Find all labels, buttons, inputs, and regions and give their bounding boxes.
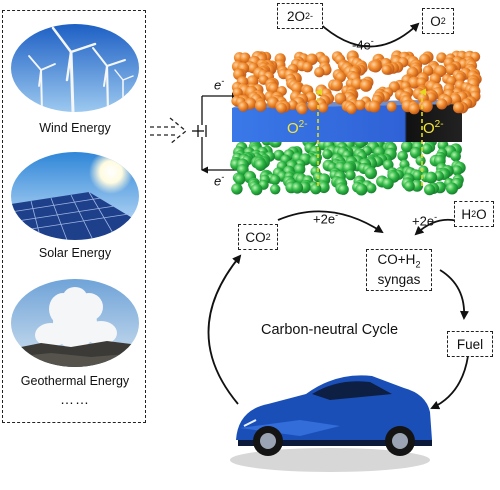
cathode-particle [446, 182, 458, 195]
wind-turbine-icon [11, 24, 139, 112]
fuel-box: Fuel [447, 331, 493, 357]
electron-label-bottom: e- [214, 172, 225, 189]
cathode-particle [415, 155, 426, 166]
anode-particle [238, 101, 249, 112]
geyser-icon [11, 279, 139, 367]
more-sources-ellipsis: …… [60, 391, 90, 407]
cathode-particle [269, 174, 281, 185]
carbon-neutral-cycle-title: Carbon-neutral Cycle [261, 322, 399, 338]
wind-energy-label: Wind Energy [39, 121, 111, 135]
anode-particle [408, 76, 421, 89]
anode-particle [330, 79, 343, 92]
syngas-box: CO+H2 syngas [366, 249, 432, 291]
anode-particle [307, 99, 320, 112]
anode-particle [426, 92, 437, 103]
anode-particle [287, 99, 298, 111]
cathode-particle [366, 183, 377, 194]
anode-particle [317, 102, 329, 113]
anode-particle [314, 67, 325, 78]
anode-particle [419, 53, 431, 65]
oxygen-ion-label-right: O2- [423, 119, 444, 137]
anode-particle [368, 100, 381, 113]
energy-sources-panel: Wind Energy [2, 10, 146, 423]
anode-particle [268, 83, 279, 94]
plus-two-electron-left: +2e- [313, 210, 339, 227]
cathode-particle [309, 155, 322, 167]
external-circuit [192, 92, 239, 174]
cathode-particle [270, 184, 281, 195]
solar-energy-label: Solar Energy [38, 246, 112, 260]
anode-particle [436, 98, 448, 110]
anode-particle [416, 77, 427, 88]
car-to-co2-arrow [207, 254, 242, 405]
anode-particle [359, 79, 373, 92]
anode-particle [449, 93, 462, 105]
cathode-particle [338, 184, 349, 195]
oxygen-ion-flow-arrows [315, 88, 426, 186]
co2-to-syngas-arrow [277, 210, 384, 234]
cathode-particle [450, 150, 462, 162]
anode-particle [420, 100, 433, 113]
fuel-to-car-arrow [430, 355, 469, 410]
four-electron-transfer-label: -4e- [352, 36, 374, 53]
oxygen-ion-label-left: O2- [287, 119, 308, 137]
syngas-to-fuel-arrow [439, 269, 469, 320]
electron-label-top: e- [214, 76, 225, 93]
plus-two-electron-right: +2e- [412, 212, 438, 229]
cathode-particle [452, 165, 463, 176]
cathode-particle [404, 180, 415, 192]
cathode-particle [425, 171, 438, 184]
cathode-particle [421, 143, 433, 155]
cathode-particle [310, 183, 322, 195]
anode-particle [239, 52, 251, 64]
anode-particle [355, 99, 366, 111]
cathode-particle [291, 182, 304, 194]
anode-particle [276, 102, 287, 114]
cathode-particle [322, 149, 333, 160]
anode-layer [231, 50, 482, 115]
anode-particle [297, 104, 308, 115]
anode-particle [386, 101, 397, 112]
anode-particle [381, 64, 392, 75]
car-icon [230, 375, 432, 472]
anode-particle [254, 99, 267, 112]
cathode-particle [231, 183, 243, 195]
cathode-particle [345, 169, 356, 181]
oxidation-arrow [317, 21, 420, 48]
cathode-layer [230, 134, 466, 196]
cathode-particle [409, 147, 422, 159]
anode-particle [302, 61, 313, 73]
geothermal-energy-label: Geothermal Energy [20, 374, 130, 388]
anode-particle [453, 102, 465, 114]
cathode-particle [412, 170, 424, 181]
solar-panel-icon [11, 152, 139, 240]
cathode-particle [382, 177, 394, 190]
anode-particle [334, 92, 347, 105]
cathode-particle [250, 183, 263, 196]
anode-particle [454, 72, 465, 83]
cathode-particle [424, 184, 436, 196]
power-input-arrow [150, 117, 188, 145]
cathode-particle [293, 163, 306, 176]
anode-particle [346, 103, 357, 115]
cathode-particle [397, 150, 409, 162]
cathode-particle [234, 173, 246, 185]
anode-particle [291, 82, 303, 94]
cathode-particle [364, 166, 377, 180]
anode-particle [369, 60, 382, 73]
anode-particle [408, 103, 420, 115]
cathode-particle [355, 183, 368, 196]
cathode-particle [401, 140, 413, 153]
cathode-particle [254, 158, 267, 171]
anode-particle [436, 52, 447, 63]
